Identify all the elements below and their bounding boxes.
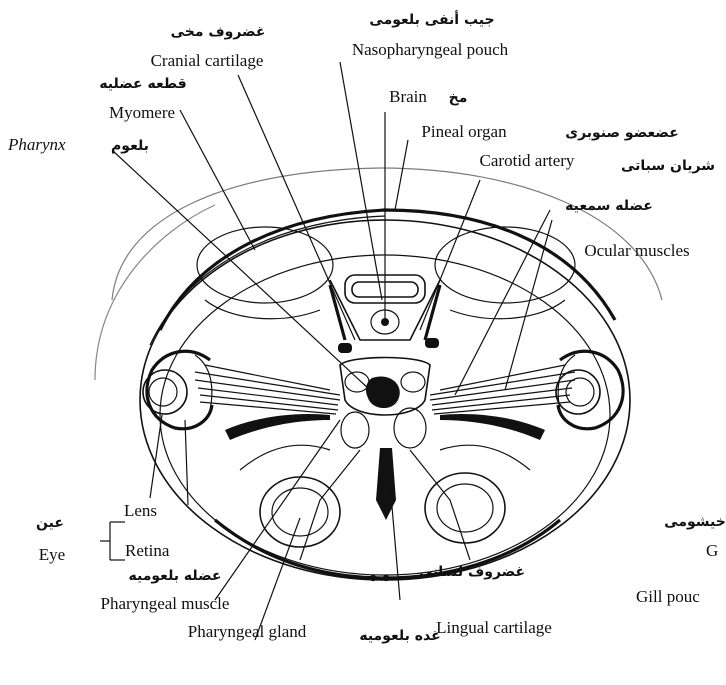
- label-lingual-cartilage-ar: غضروف لسانی: [419, 564, 525, 580]
- label-gill-pouch-g: G: [706, 541, 718, 560]
- cross-section-body: [95, 168, 662, 580]
- label-pineal-organ-ar: عضعضو صنوبری: [565, 125, 679, 141]
- label-pharyngeal-muscle: Pharyngeal muscle: [101, 594, 230, 613]
- label-retina: Retina: [125, 541, 170, 560]
- label-lens: Lens: [124, 501, 157, 520]
- label-nasopharyngeal-pouch-ar: جیب أنفی بلعومی: [369, 10, 494, 28]
- label-lingual-cartilage: Lingual cartilage: [436, 618, 552, 637]
- label-eye: Eye: [39, 545, 65, 564]
- label-pharynx-ar: بلعوم: [111, 138, 149, 154]
- label-brain-ar: مخ: [449, 90, 468, 106]
- label-myomere: Myomere: [109, 103, 175, 122]
- pharynx-region: [340, 358, 430, 449]
- label-ocular-muscles: Ocular muscles: [584, 241, 689, 260]
- label-nasopharyngeal-pouch: Nasopharyngeal pouch: [352, 40, 509, 59]
- label-brain: Brain: [389, 87, 427, 106]
- label-gill-pouch: Gill pouc: [636, 587, 700, 606]
- right-eye: [556, 351, 623, 428]
- label-pharyngeal-gland: Pharyngeal gland: [188, 622, 307, 641]
- label-carotid-artery: Carotid artery: [480, 151, 575, 170]
- label-group: غضروف مخی Cranial cartilage جیب أنفی بلع…: [7, 10, 726, 644]
- label-carotid-artery-ar: شریان سباتی: [621, 158, 715, 174]
- label-eye-ar: عين: [36, 515, 64, 531]
- label-pharyngeal-gland-ar: غده بلعومیه: [359, 628, 440, 644]
- label-gill-pouch-ar: خیشومی: [664, 514, 726, 530]
- label-ocular-muscles-ar: عضله سمعیه: [565, 198, 653, 214]
- label-pineal-organ: Pineal organ: [421, 122, 507, 141]
- label-pharyngeal-muscle-ar: عضله بلعومیه: [129, 568, 222, 584]
- label-pharynx: Pharynx: [7, 135, 66, 154]
- label-cranial-cartilage-ar: غضروف مخی: [171, 24, 266, 40]
- label-myomere-ar: قطعه عضلیه: [99, 76, 186, 92]
- left-eye: [143, 351, 212, 428]
- label-cranial-cartilage: Cranial cartilage: [151, 51, 264, 70]
